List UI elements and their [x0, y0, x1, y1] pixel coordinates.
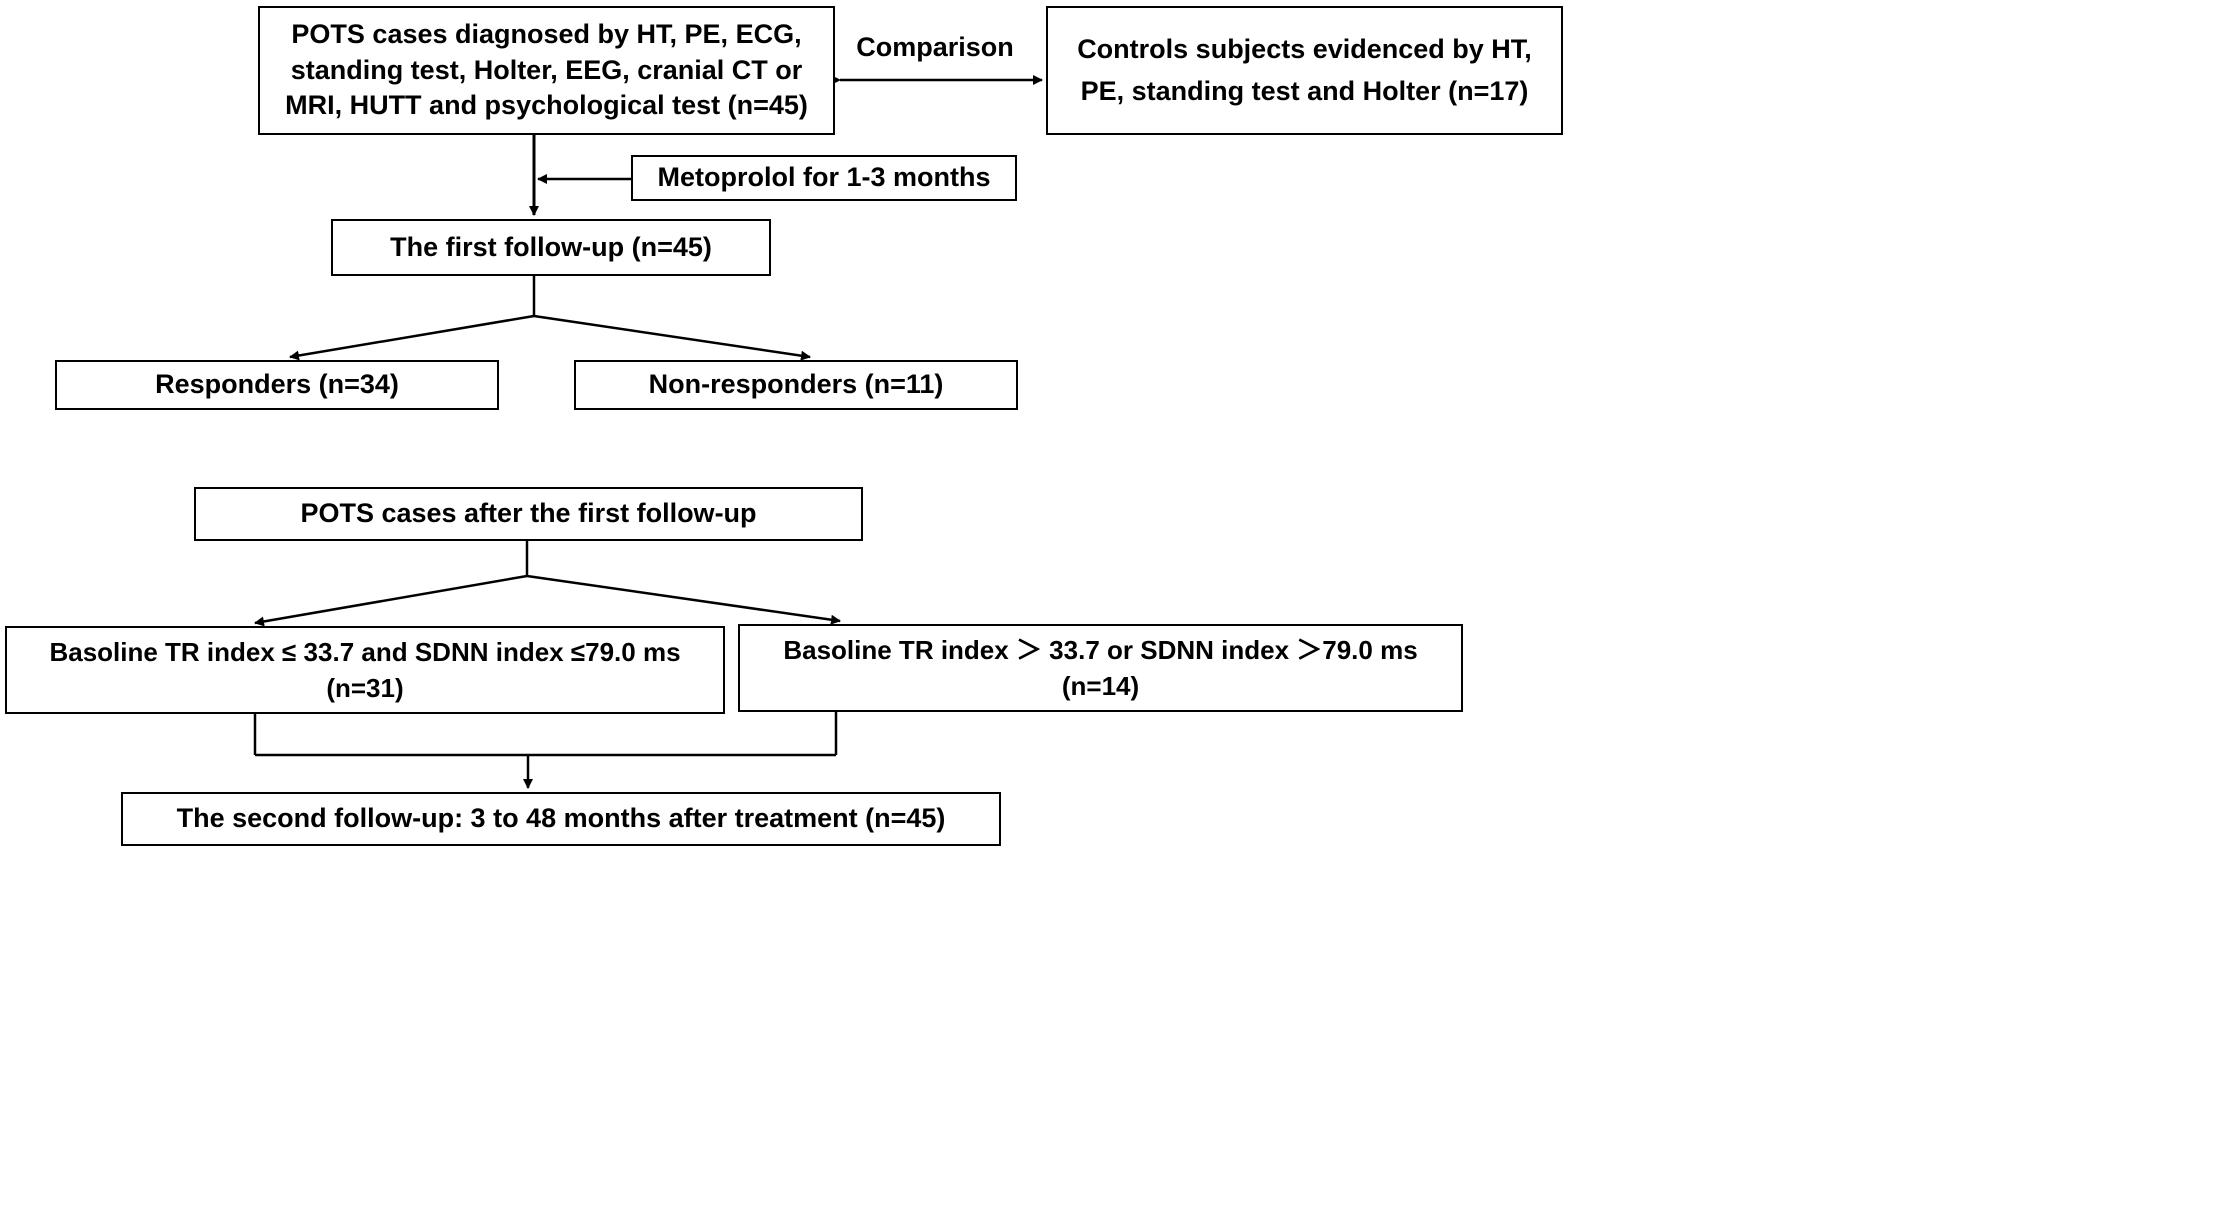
second-followup-box: The second follow-up: 3 to 48 months aft… [121, 792, 1001, 846]
responders-text: Responders (n=34) [155, 369, 399, 400]
baseline-high-criteria: Basoline TR index ＞ 33.7 or SDNN index ＞… [783, 634, 1418, 665]
comparison-label: Comparison [856, 32, 1014, 62]
responders-box: Responders (n=34) [55, 360, 499, 410]
metoprolol-text: Metoprolol for 1-3 months [657, 162, 991, 193]
nonresponders-text: Non-responders (n=11) [648, 369, 944, 400]
split-to-baseline-high-arrow [526, 574, 841, 625]
controls-text: Controls subjects evidenced by HT, PE, s… [1077, 33, 1532, 106]
split-to-responders-arrow [289, 314, 535, 361]
split-to-nonresponders-arrow [533, 314, 811, 361]
split-to-baseline-low-arrow [254, 574, 528, 627]
metoprolol-box: Metoprolol for 1-3 months [631, 155, 1017, 201]
baseline-high-count: (n=14) [1061, 671, 1140, 701]
baseline-low-count: (n=31) [326, 673, 404, 703]
connector-lines [253, 75, 1043, 789]
first-followup-text: The first follow-up (n=45) [390, 231, 712, 262]
baseline-high-content: Basoline TR index ＞ 33.7 or SDNN index ＞… [783, 632, 1417, 705]
baseline-low-criteria: Basoline TR index ≤ 33.7 and SDNN index … [49, 636, 681, 667]
pots-cases-text: POTS cases diagnosed by HT, PE, ECG, sta… [285, 19, 808, 121]
second-followup-text: The second follow-up: 3 to 48 months aft… [176, 803, 946, 834]
first-followup-box: The first follow-up (n=45) [331, 219, 771, 276]
baseline-low-box: Basoline TR index ≤ 33.7 and SDNN index … [5, 626, 725, 714]
baseline-low-content: Basoline TR index ≤ 33.7 and SDNN index … [49, 634, 680, 707]
pots-cases-box: POTS cases diagnosed by HT, PE, ECG, sta… [258, 6, 835, 135]
nonresponders-box: Non-responders (n=11) [574, 360, 1018, 410]
controls-box: Controls subjects evidenced by HT, PE, s… [1046, 6, 1563, 135]
after-first-followup-box: POTS cases after the first follow-up [194, 487, 863, 541]
after-first-followup-text: POTS cases after the first follow-up [300, 498, 757, 529]
baseline-high-box: Basoline TR index ＞ 33.7 or SDNN index ＞… [738, 624, 1463, 712]
